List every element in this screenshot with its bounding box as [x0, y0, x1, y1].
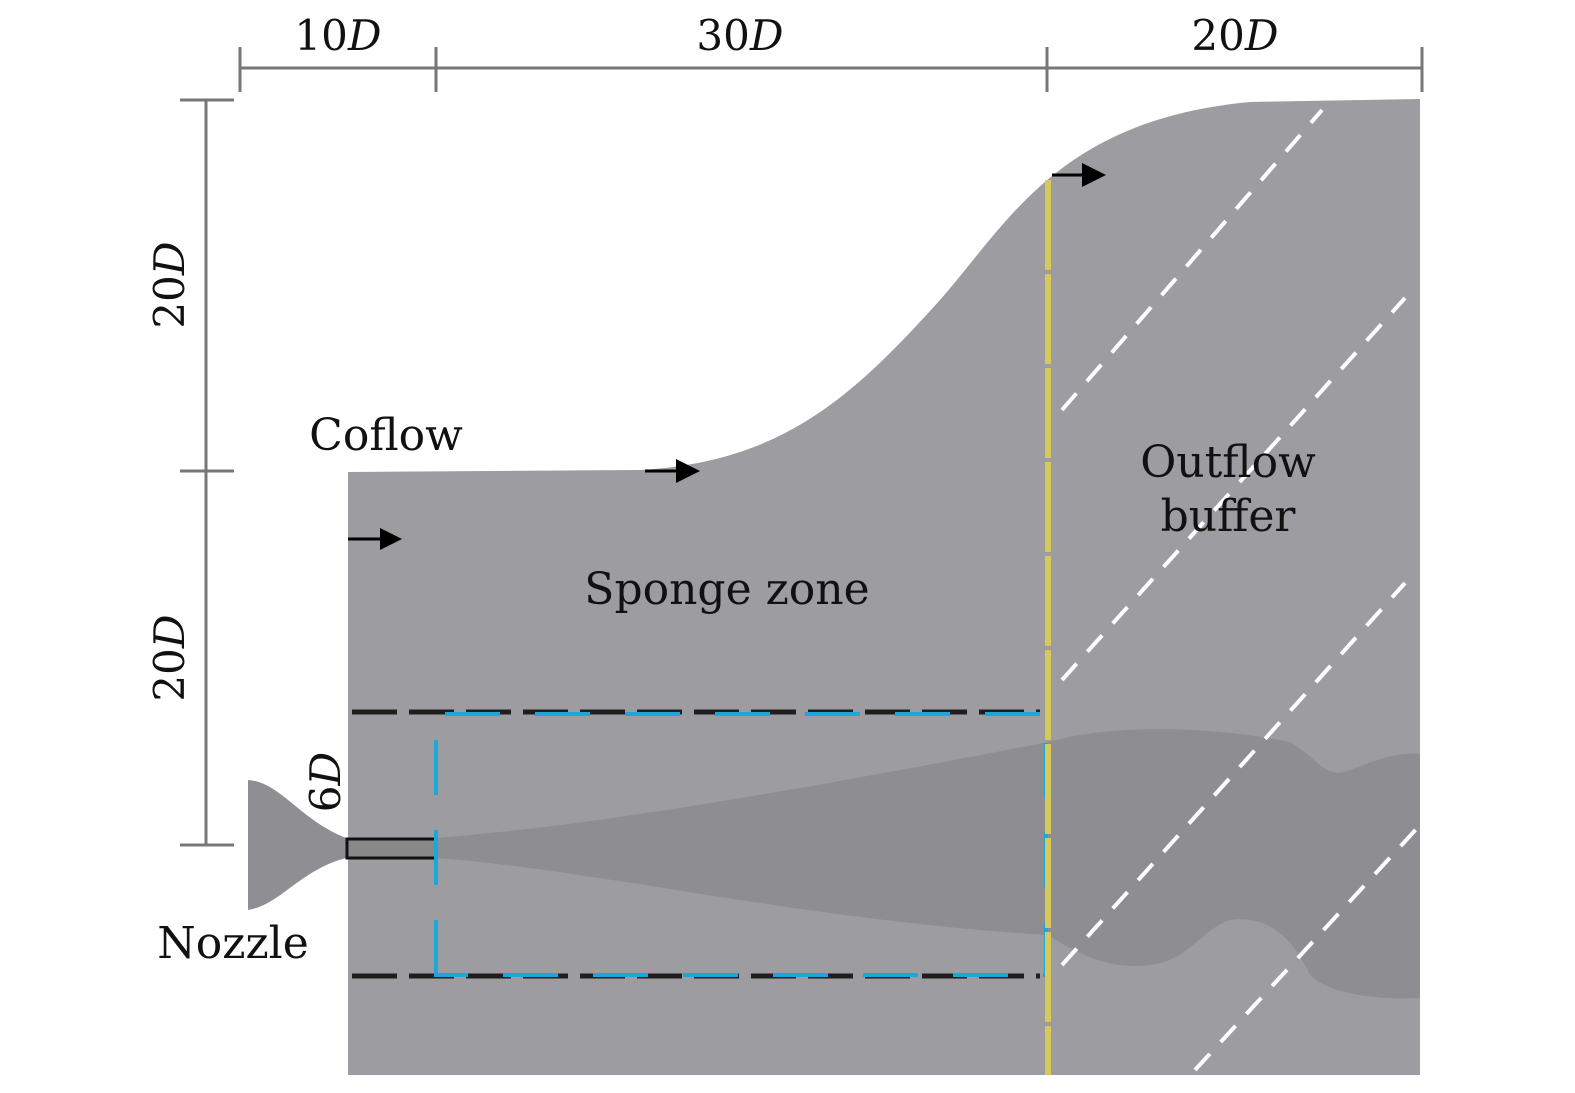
arrow-icon: [645, 459, 700, 483]
dim-label-10D: 10D: [294, 11, 381, 60]
dim-label-20D-top: 20D: [1191, 11, 1278, 60]
jet-plume: [436, 729, 1420, 999]
arrow-icon: [1052, 163, 1106, 187]
top-dimension-line: [238, 47, 1424, 92]
arrow-icon: [348, 528, 402, 550]
outflow-buffer-hatch: [1060, 108, 1422, 1072]
dim-label-30D: 30D: [696, 11, 783, 60]
outflow-buffer-label-line2: buffer: [1161, 491, 1297, 542]
nozzle-shape: [248, 780, 346, 910]
coflow-label: Coflow: [309, 410, 463, 461]
dim-label-20D-upper: 20D: [145, 241, 194, 328]
left-dimension-line: [180, 98, 234, 847]
dim-label-6D: 6D: [301, 752, 350, 812]
computational-domain: [348, 99, 1420, 1075]
outflow-buffer-label-line1: Outflow: [1140, 437, 1316, 488]
sponge-zone-label: Sponge zone: [584, 564, 869, 615]
dim-label-20D-lower: 20D: [145, 614, 194, 701]
nozzle-exit-box: [345, 837, 438, 860]
nozzle-label: Nozzle: [157, 918, 308, 969]
